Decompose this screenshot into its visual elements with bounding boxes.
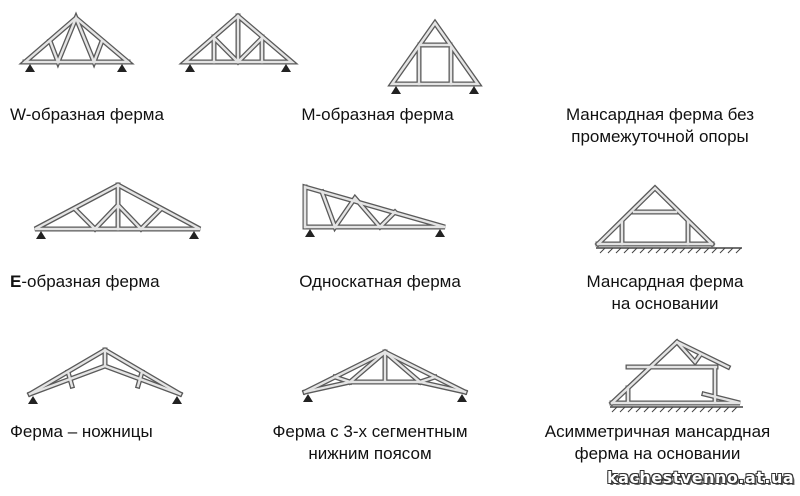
watermark: kachestvenno.at.ua xyxy=(607,468,795,487)
label-line: Ферма – ножницы xyxy=(10,422,153,441)
m-truss-label: М-образная ферма xyxy=(285,104,470,126)
mansard-base-label: Мансардная ферма на основании xyxy=(560,271,770,315)
label-line: W-образная ферма xyxy=(10,105,164,124)
label-line: Асимметричная мансардная xyxy=(544,422,771,441)
label-line: Мансардная ферма без xyxy=(565,105,755,124)
label-bold-letter: Е xyxy=(10,272,22,291)
scissors-truss-drawing xyxy=(28,350,182,404)
label-line: ферма на основании xyxy=(574,444,741,463)
w-truss-label: W-образная ферма xyxy=(10,104,200,126)
label-line: на основании xyxy=(611,294,719,313)
label-line: нижним поясом xyxy=(308,444,432,463)
mansard-base-drawing xyxy=(596,188,742,254)
label-line: промежуточной опоры xyxy=(571,127,749,146)
label-line: Мансардная ферма xyxy=(586,272,744,291)
w-truss-drawing xyxy=(25,18,128,72)
mono-truss-label: Односкатная ферма xyxy=(280,271,480,293)
mansard-no-support-label: Мансардная ферма без промежуточной опоры xyxy=(545,104,775,148)
label-line: М-образная ферма xyxy=(301,105,454,124)
label-line: Ферма с 3-х сегментным xyxy=(272,422,468,441)
m-truss-drawing xyxy=(185,16,292,72)
label-line: -образная ферма xyxy=(21,272,160,291)
mono-truss-drawing xyxy=(305,187,445,237)
asym-mansard-drawing xyxy=(610,342,743,413)
label-line: Односкатная ферма xyxy=(299,272,461,291)
three-segment-truss-label: Ферма с 3-х сегментным нижним поясом xyxy=(250,421,490,465)
mansard-no-support-drawing xyxy=(391,23,479,94)
three-segment-truss-drawing xyxy=(303,352,467,402)
e-truss-label: Е-образная ферма xyxy=(10,271,200,293)
asym-mansard-label: Асимметричная мансардная ферма на основан… xyxy=(520,421,795,465)
e-truss-drawing xyxy=(35,185,200,239)
scissors-truss-label: Ферма – ножницы xyxy=(10,421,200,443)
